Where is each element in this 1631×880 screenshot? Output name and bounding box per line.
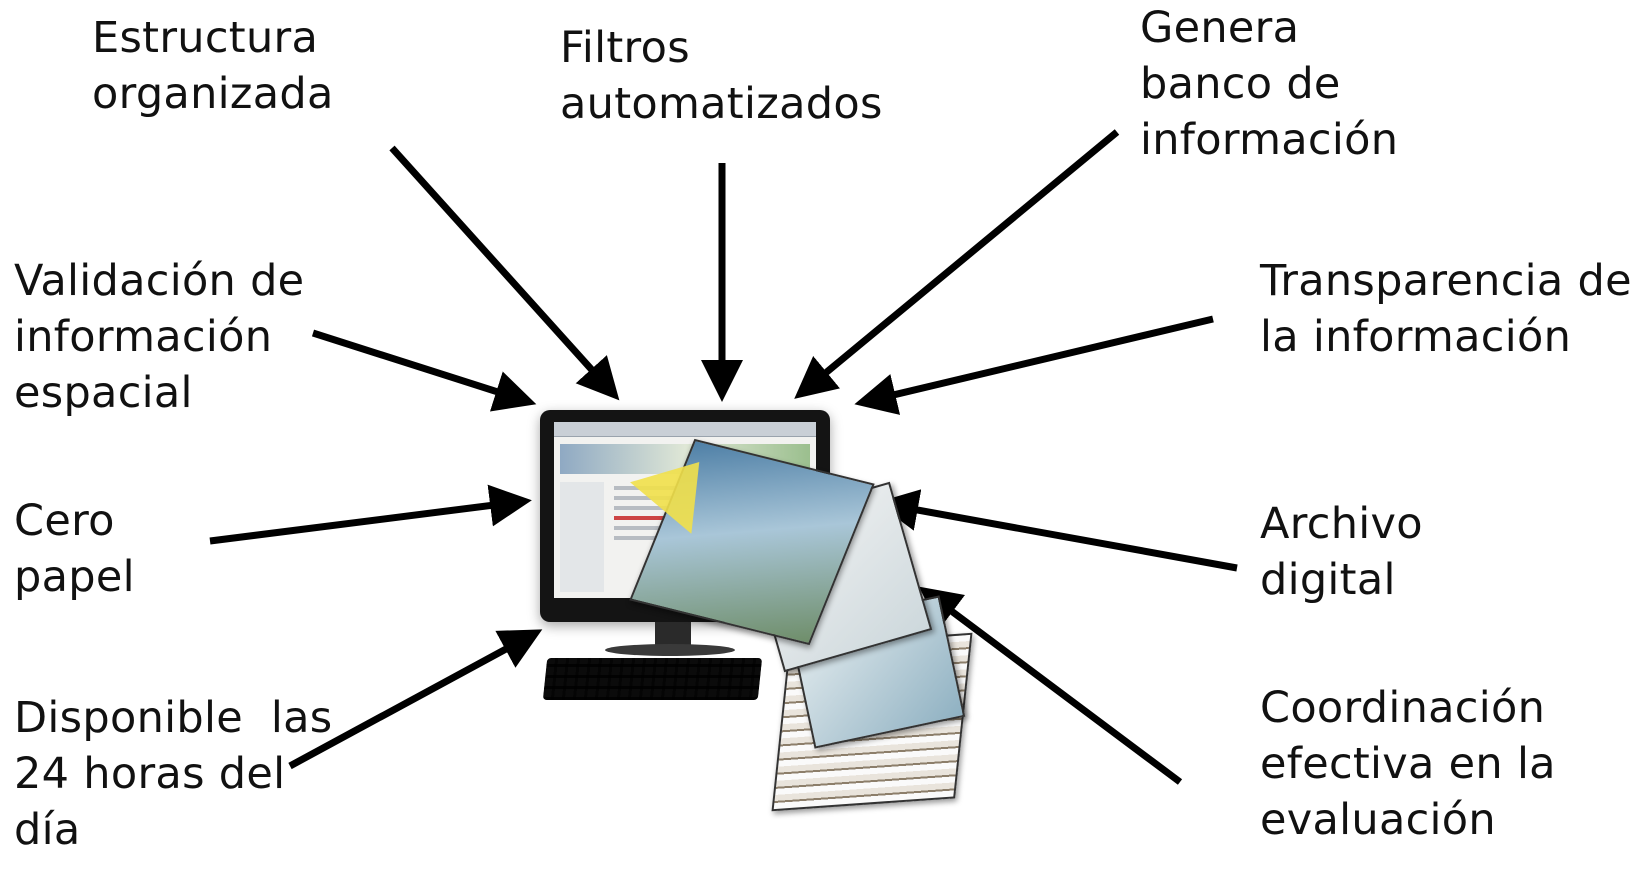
label-estructura: Estructura organizada	[92, 13, 334, 119]
arrow-estructura	[389, 145, 620, 401]
arrow-genera	[794, 129, 1120, 399]
label-disponible: Disponible las 24 horas del día	[14, 693, 333, 855]
arrow-archivo	[876, 489, 1238, 572]
browser-bar	[554, 422, 816, 437]
label-coordinacion: Coordinación efectiva en la evaluación	[1260, 683, 1556, 845]
monitor-stand	[655, 622, 691, 646]
arrow-validacion	[311, 329, 537, 412]
arrow-transparencia	[854, 315, 1214, 415]
label-filtros: Filtros automatizados	[560, 23, 883, 129]
label-genera: Genera banco de información	[1140, 3, 1399, 165]
label-transparencia: Transparencia de la información	[1260, 256, 1631, 362]
arrow-coordinacion	[918, 586, 1183, 785]
keyboard	[542, 658, 763, 700]
label-archivo: Archivo digital	[1260, 499, 1423, 605]
label-cero: Cero papel	[14, 496, 135, 602]
website-sidebar	[560, 482, 604, 592]
label-validacion: Validación de información espacial	[14, 256, 305, 418]
arrow-disponible	[288, 629, 543, 770]
arrow-cero	[209, 484, 532, 545]
monitor-base	[605, 644, 735, 656]
